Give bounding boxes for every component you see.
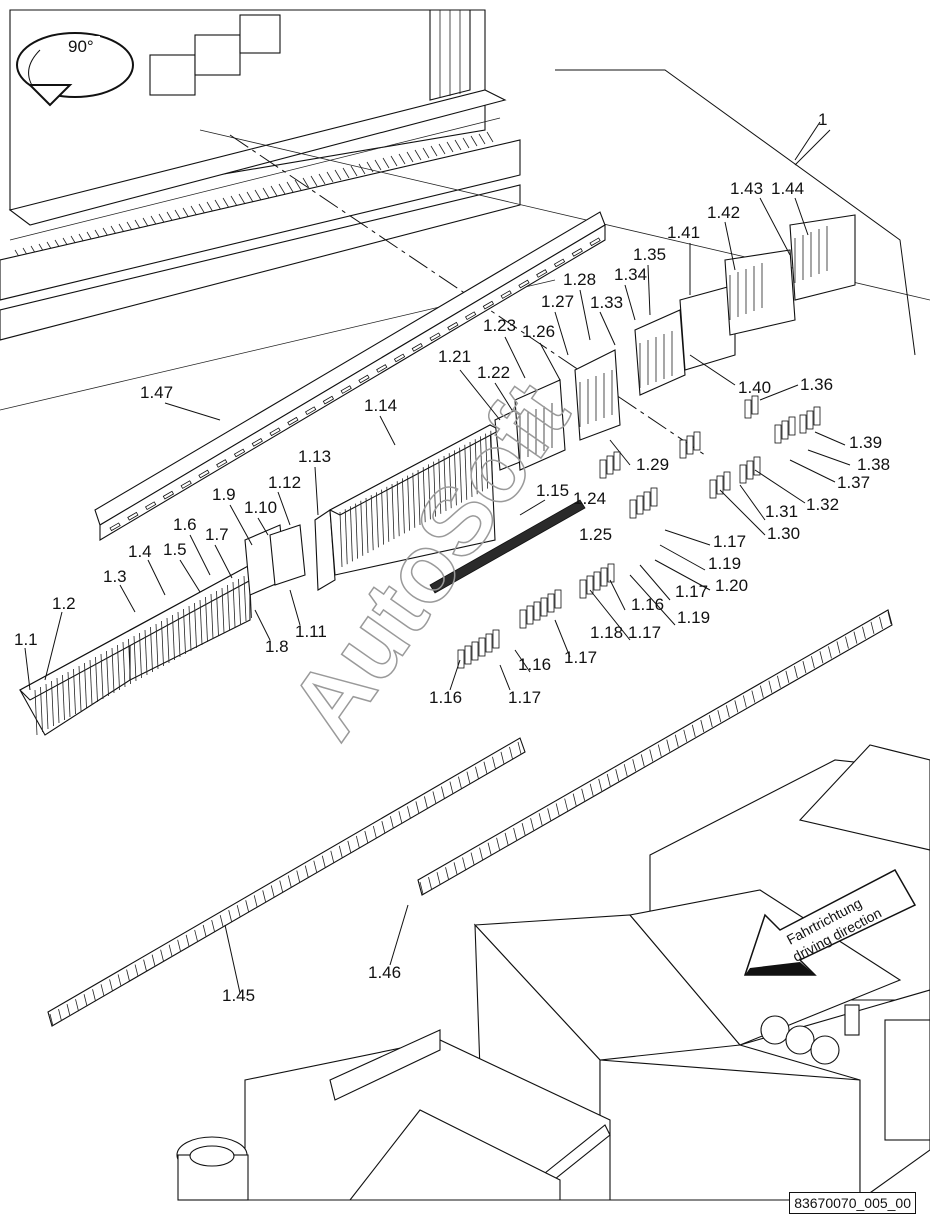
callout-1-17e: 1.17 <box>713 532 746 551</box>
cabinet-assembly <box>0 9 930 411</box>
callout-1-40: 1.40 <box>738 378 771 397</box>
marker-strip-1-45 <box>47 737 526 1027</box>
callout-1-17c: 1.17 <box>628 623 661 642</box>
callout-1-23: 1.23 <box>483 316 516 335</box>
callout-1-45: 1.45 <box>222 986 255 1005</box>
callout-leaders <box>24 121 851 994</box>
rotation-arrow-icon <box>16 32 134 107</box>
callout-1-13: 1.13 <box>298 447 331 466</box>
callout-1-35: 1.35 <box>633 245 666 264</box>
callout-1-39: 1.39 <box>849 433 882 452</box>
callout-1-14: 1.14 <box>364 396 397 415</box>
callout-1-19a: 1.19 <box>677 608 710 627</box>
callout-1-36: 1.36 <box>800 375 833 394</box>
callout-1-9: 1.9 <box>212 485 236 504</box>
figure-id-label: 83670070_005_00 <box>789 1192 916 1214</box>
terminal-parts-right <box>494 214 856 471</box>
callout-1-28: 1.28 <box>563 270 596 289</box>
callout-1-25: 1.25 <box>579 525 612 544</box>
callout-1-27: 1.27 <box>541 292 574 311</box>
callout-1-34: 1.34 <box>614 265 647 284</box>
callout-1-46: 1.46 <box>368 963 401 982</box>
din-rail <box>94 211 606 541</box>
callout-1-8: 1.8 <box>265 637 289 656</box>
callout-1-32: 1.32 <box>806 495 839 514</box>
terminal-strip-left <box>19 509 336 736</box>
callout-1-5: 1.5 <box>163 540 187 559</box>
callout-1-2: 1.2 <box>52 594 76 613</box>
callout-labels: 1 1.1 1.2 1.3 1.4 1.5 1.6 1.7 1.8 1.9 1.… <box>14 110 890 1005</box>
callout-1-41: 1.41 <box>667 223 700 242</box>
callout-1-11: 1.11 <box>295 622 327 641</box>
callout-1-24: 1.24 <box>573 489 606 508</box>
callout-1-44: 1.44 <box>771 179 804 198</box>
rotation-label: 90° <box>68 37 94 56</box>
callout-1-19b: 1.19 <box>708 554 741 573</box>
callout-1-16a: 1.16 <box>429 688 462 707</box>
callout-1-42: 1.42 <box>707 203 740 222</box>
callout-1-47: 1.47 <box>140 383 173 402</box>
driving-direction-arrow-icon <box>743 869 917 976</box>
callout-1-6: 1.6 <box>173 515 197 534</box>
callout-1-3: 1.3 <box>103 567 127 586</box>
callout-1-37: 1.37 <box>837 473 870 492</box>
callout-1-10: 1.10 <box>244 498 277 517</box>
callout-1-17b: 1.17 <box>564 648 597 667</box>
callout-1-22: 1.22 <box>477 363 510 382</box>
callout-1-33: 1.33 <box>590 293 623 312</box>
marker-strip-1-46 <box>417 609 893 896</box>
terminal-block-1-14 <box>328 424 502 576</box>
callout-1-17d: 1.17 <box>675 582 708 601</box>
callout-1-29: 1.29 <box>636 455 669 474</box>
jumper-bridges <box>429 395 821 669</box>
callout-1-20: 1.20 <box>715 576 748 595</box>
callout-1-1: 1.1 <box>14 630 38 649</box>
callout-1-38: 1.38 <box>857 455 890 474</box>
callout-1-4: 1.4 <box>128 542 152 561</box>
callout-1-26: 1.26 <box>522 322 555 341</box>
callout-1-43: 1.43 <box>730 179 763 198</box>
callout-1-16b: 1.16 <box>518 655 551 674</box>
callout-1-15: 1.15 <box>536 481 569 500</box>
callout-1-7: 1.7 <box>205 525 229 544</box>
callout-1-12: 1.12 <box>268 473 301 492</box>
callout-1-17a: 1.17 <box>508 688 541 707</box>
callout-1-16c: 1.16 <box>631 595 664 614</box>
callout-1-18: 1.18 <box>590 623 623 642</box>
callout-1-30: 1.30 <box>767 524 800 543</box>
callout-1: 1 <box>818 110 827 129</box>
callout-1-21: 1.21 <box>438 347 471 366</box>
callout-1-31: 1.31 <box>765 502 798 521</box>
